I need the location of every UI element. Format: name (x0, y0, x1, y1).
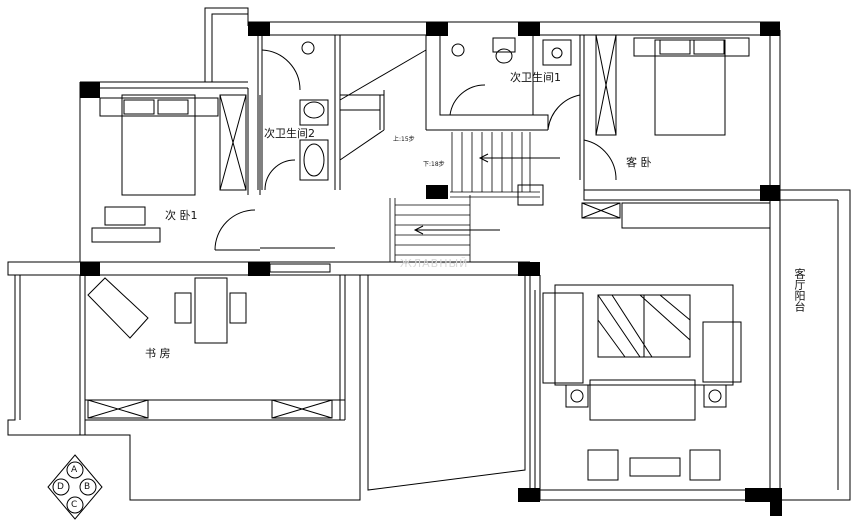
armchair-right (689, 449, 721, 481)
terrace-outline (367, 275, 526, 491)
stair-treads (389, 132, 540, 262)
bath2-door-swing (261, 49, 301, 91)
desk (91, 227, 161, 243)
compass-rose (47, 454, 103, 520)
sofa-main (589, 379, 696, 421)
compass-label-a: A (71, 465, 78, 475)
room-label-bath2: 次卫生间2 (264, 127, 315, 140)
shower (301, 41, 315, 55)
left-balcony (7, 275, 80, 436)
walls (7, 7, 851, 501)
compass-label-c: C (71, 500, 78, 510)
armchair-left (587, 449, 619, 481)
outer-wall-left-wing (7, 82, 81, 276)
coffee-table (629, 457, 681, 477)
study-table (194, 277, 228, 344)
stair-up-label: 上:15步 (393, 136, 415, 143)
guest-wardrobe (595, 34, 617, 136)
room-label-guest-bedroom: 客 卧 (626, 156, 652, 169)
watermark: ЖЛАВНЫЙ (400, 257, 469, 270)
bedroom2-wardrobe (219, 94, 247, 191)
room-label-study: 书 房 (145, 347, 171, 360)
stair-down-label: 下:18步 (423, 161, 445, 168)
bedroom2-bed (121, 94, 196, 196)
room-label-bedroom2: 次 卧1 (165, 209, 198, 222)
room-label-living-balcony: 客厅阳台 (793, 268, 806, 312)
columns (80, 22, 782, 516)
lounge-chair (87, 277, 149, 339)
bath1-door-swing (547, 94, 581, 131)
notch-wall (204, 7, 249, 82)
balcony-right (779, 189, 851, 501)
compass-label-b: B (84, 482, 91, 492)
sofa-left (542, 292, 584, 384)
room-label-bath1: 次卫生间1 (510, 71, 561, 84)
bedroom2-door-swing (214, 209, 256, 251)
stair-arrows (413, 153, 560, 235)
guest-door-swing (583, 139, 617, 181)
sofa-right (702, 321, 742, 383)
compass-label-d: D (57, 482, 64, 492)
tv-cabinet (621, 202, 771, 229)
